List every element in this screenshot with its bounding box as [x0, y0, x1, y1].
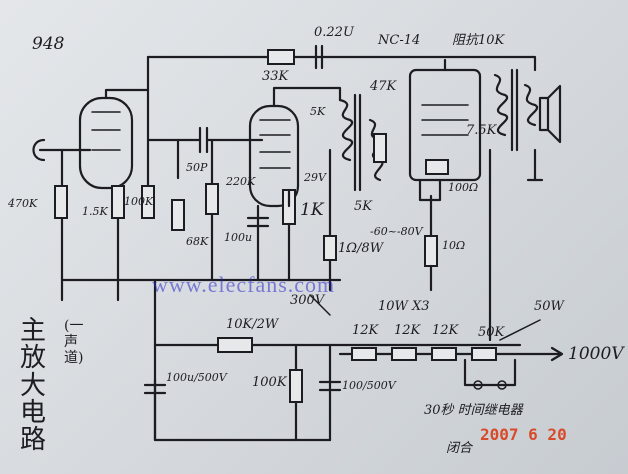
label-cap-100u-500v-a: 100u/500V	[166, 371, 227, 384]
cap-100u-500v-a-icon	[143, 378, 167, 442]
label-relay-close: 闭合	[446, 441, 473, 456]
label-res-50k: 50K	[478, 325, 505, 340]
label-res-68k: 68K	[186, 235, 209, 248]
speaker-icon	[538, 84, 562, 144]
label-res-75k: 7.5K	[466, 123, 497, 138]
label-res-50w: 50W	[534, 299, 564, 314]
res-220k-body	[205, 183, 219, 215]
page-number: 948	[32, 34, 65, 54]
label-res-10ohm: 10Ω	[442, 239, 466, 252]
res-47k-body	[373, 133, 387, 163]
label-res-5k-top: 5K	[310, 105, 326, 118]
output-core-icon	[510, 68, 519, 152]
date-stamp: 2007 6 20	[480, 425, 567, 444]
feedback-bus-wire	[146, 55, 537, 72]
label-res-100k-b: 100K	[252, 375, 287, 390]
res-12k-1-body	[351, 347, 377, 361]
label-volt-1000v: 1000V	[568, 344, 624, 364]
tube2-plate-wire	[272, 86, 342, 108]
tube1-plate-wire	[104, 88, 150, 100]
res-10ohm-body	[424, 235, 438, 267]
label-res-100ohm: 100Ω	[448, 181, 479, 194]
output-secondary-icon	[523, 83, 539, 127]
driver-tube-electrodes-icon	[259, 119, 291, 169]
label-cap-50p: 50P	[186, 161, 208, 174]
label-volt-neg: -60~-80V	[370, 225, 423, 238]
res-12k-2-body	[391, 347, 417, 361]
res-50k-body	[471, 347, 497, 361]
label-res-47k: 47K	[370, 79, 397, 94]
output-tube-electrodes-icon	[421, 104, 469, 136]
res-470k-body	[54, 185, 68, 219]
label-res-220k: 220K	[226, 175, 256, 188]
trim-50w-arrow-icon	[499, 319, 541, 341]
label-res-15k: 1.5K	[82, 205, 108, 218]
relay-contact-b-icon	[497, 380, 507, 390]
title-main: 主放大电路	[20, 316, 47, 456]
cap-100u-500v-b-icon	[318, 343, 342, 442]
label-res-10w-x3: 10W X3	[378, 299, 430, 314]
res-100k-a-body	[141, 185, 155, 219]
label-res-470k: 470K	[8, 197, 38, 210]
label-res-12k-1: 12K	[352, 323, 379, 338]
label-res-5k-mid: 5K	[354, 199, 372, 214]
label-res-12k-2: 12K	[394, 323, 421, 338]
relay-bypass-wire	[463, 358, 517, 387]
res-15k-body	[111, 185, 125, 219]
label-res-33k: 33K	[262, 69, 289, 84]
label-cap-100u: 100u	[224, 231, 253, 244]
input-wire	[38, 148, 64, 302]
label-bias-10k: 阻抗10K	[452, 33, 505, 48]
label-cap-022u: 0.22U	[314, 25, 354, 40]
label-tube-nc14: NC-14	[378, 33, 421, 48]
label-res-100k-a: 100K	[124, 195, 154, 208]
label-res-1k: 1K	[300, 200, 324, 220]
coupling-cap-icon	[146, 126, 264, 154]
interstage-primary-icon	[338, 98, 354, 162]
output-primary-icon	[493, 73, 509, 137]
input-tube-electrodes-icon	[91, 111, 121, 151]
label-volt-300v: 300V	[290, 293, 325, 308]
interstage-core-icon	[353, 93, 362, 192]
label-res-10k-2w: 10K/2W	[226, 317, 279, 332]
output-arrow-icon	[550, 346, 564, 362]
cap-100u-icon	[246, 204, 270, 282]
res-12k-3-body	[431, 347, 457, 361]
res-68k-body	[171, 199, 185, 231]
res-1ohm-body	[323, 235, 337, 261]
watermark: www.elecfans.com	[152, 272, 336, 297]
label-cap-100u-500v-b: 100/500V	[342, 379, 396, 392]
label-res-1ohm-8w: 1Ω/8W	[338, 241, 384, 256]
label-relay-note: 30秒 时间继电器	[424, 403, 523, 418]
label-res-12k-3: 12K	[432, 323, 459, 338]
input-jack-icon	[32, 138, 46, 162]
res-33k-body	[267, 49, 295, 65]
cap-022u-icon	[314, 44, 324, 70]
label-volt-29v: 29V	[304, 171, 326, 184]
res-100k-b-body	[289, 369, 303, 403]
speaker-ground-icon	[526, 148, 544, 182]
title-sub: (一声道)	[64, 318, 84, 367]
res-100ohm-body	[425, 159, 449, 175]
res-10k-2w-body	[217, 337, 253, 353]
relay-contact-a-icon	[473, 380, 483, 390]
volt-300v-pointer-icon	[309, 294, 331, 316]
